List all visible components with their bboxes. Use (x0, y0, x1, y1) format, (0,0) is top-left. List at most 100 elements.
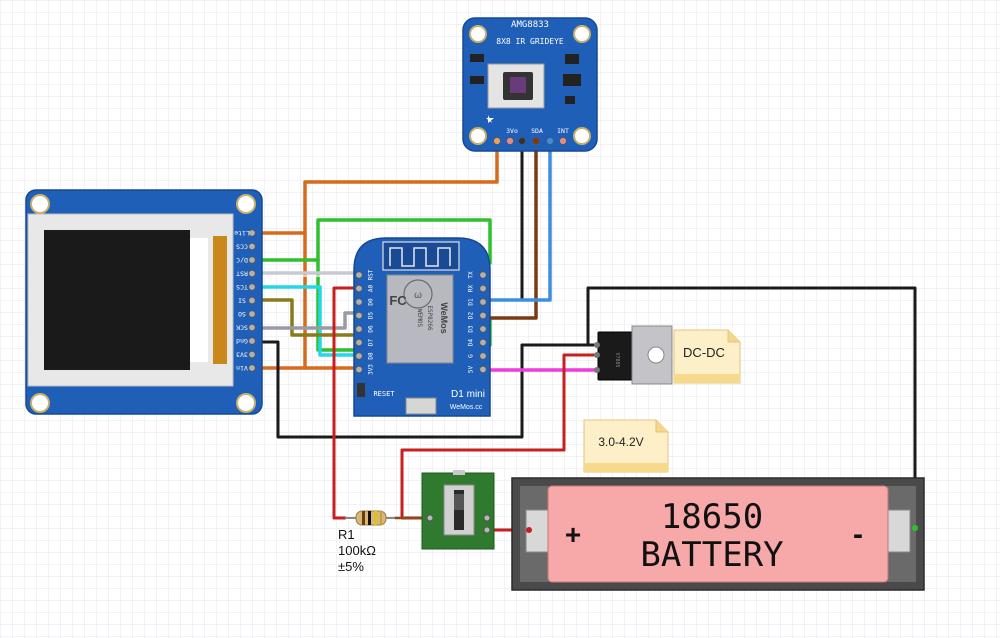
wire-green-dc (250, 218, 492, 265)
d1-left-pin-label: RST (368, 269, 375, 280)
d1-right-pin-label: D1 (468, 298, 475, 306)
d1-left-pin-label: D5 (368, 312, 375, 320)
tft-pin-label: Lite (234, 229, 250, 237)
tft-pin-hole (248, 296, 256, 305)
wire-cyan-tcs (250, 285, 360, 357)
resistor-tolerance: ±5% (338, 559, 364, 574)
tft-pin-label: D/C (236, 256, 248, 264)
d1-right-pin-hole (479, 325, 487, 333)
ribbon-cable (213, 236, 227, 364)
d1-right-pin-label: G (468, 354, 475, 358)
d1-left-pin-hole (355, 338, 363, 347)
sensor-pin-3vo: 3Vo (506, 127, 518, 135)
tft-pin-hole (248, 283, 256, 291)
d1-left-pin-hole (355, 298, 363, 306)
d1-left-pin-label: D8 (368, 352, 375, 360)
d1-left-pin-label: 3V3 (368, 364, 375, 375)
battery-minus: - (853, 518, 863, 551)
battery-label-line2: BATTERY (640, 535, 783, 575)
tft-pin-hole (248, 364, 256, 372)
d1-left-pin-label: D6 (368, 325, 375, 333)
sensor-title: AMG8833 (511, 20, 549, 30)
battery-18650: + - 18650 BATTERY (511, 477, 925, 591)
wire-olive-si (250, 298, 360, 337)
d1-right-pin-hole (479, 311, 487, 320)
amg8833-sensor: AMG8833 8X8 IR GRIDEYE 3Vo SDA INT (462, 17, 598, 152)
wire-brown-sda (481, 138, 538, 320)
d1-left-pin-hole (355, 365, 363, 374)
d1-right-pin-label: D4 (468, 339, 475, 347)
slide-switch (421, 470, 495, 550)
d1-right-pin-label: 5V (468, 366, 475, 374)
d1-right-pin-label: TX (468, 271, 475, 279)
esp8266-shield (386, 274, 454, 364)
tft-pin-hole (248, 242, 256, 251)
sensor-pin-sda: SDA (531, 127, 543, 135)
tft-pin-hole (248, 323, 256, 332)
tft-pin-label: TCS (236, 283, 248, 291)
wemos-logo-icon: ω (414, 290, 422, 301)
wire-red-a0 (332, 286, 360, 520)
regulator-marking-icon: V7805 (614, 352, 620, 367)
resistor-r1: R1 100kΩ ±5% (338, 510, 395, 574)
d1-right-pin-hole (479, 271, 487, 279)
d1-right-pin-hole (479, 365, 487, 374)
chip-maker: WEMOS (416, 309, 423, 327)
d1-right-pin-label: RX (468, 285, 475, 293)
tft-pin-label: CCS (236, 243, 248, 251)
tft-pin-label: Gnd (236, 337, 248, 345)
wire-green-d8 (316, 258, 360, 352)
sensor-subtitle: 8X8 IR GRIDEYE (496, 37, 564, 46)
wemos-brand: WeMos (439, 302, 449, 333)
tft-pin-label: SO (238, 310, 246, 318)
d1-right-pin-label: D2 (468, 312, 475, 320)
d1-left-pin-label: D7 (368, 339, 375, 347)
battery-plus: + (565, 519, 581, 550)
star-logo-icon (486, 115, 494, 123)
d1-left-pin-hole (355, 284, 363, 293)
wifi-antenna-icon (382, 241, 460, 271)
d1-right-pin-hole (479, 338, 487, 347)
dc-dc-converter: V7805 (594, 325, 673, 385)
tft-pin-hole (248, 229, 256, 237)
tft-pin-hole (248, 350, 256, 359)
wires (250, 138, 917, 532)
wire-black-gnd (250, 340, 524, 439)
tft-pin-label: Vin (236, 364, 248, 372)
battery-label-line1: 18650 (661, 497, 763, 537)
tft-pin-label: 3V3 (236, 351, 248, 359)
d1-left-pin-hole (355, 311, 363, 320)
d1-left-pin-hole (355, 271, 363, 279)
note-voltage-text: 3.0-4.2V (598, 435, 643, 449)
d1-right-pin-hole (479, 298, 487, 306)
note-dcdc: DC-DC (673, 329, 741, 384)
wire-gray-sck (250, 311, 360, 330)
wire-blue-int (481, 138, 552, 302)
chip-model: ESP8266 (426, 305, 433, 331)
tft-pin-label: RST (236, 270, 248, 278)
d1-left-pin-hole (355, 352, 363, 360)
resistor-name: R1 (338, 527, 355, 542)
tft-pin-hole (248, 310, 256, 318)
tft-pin-label: SI (238, 297, 246, 305)
d1-right-pin-hole (479, 352, 487, 360)
fc-mark: FC (389, 293, 407, 308)
resistor-value: 100kΩ (338, 543, 376, 558)
sensor-pin-int: INT (557, 127, 569, 135)
board-name: D1 mini (451, 389, 485, 400)
d1-left-pin-label: A0 (368, 285, 375, 293)
note-voltage: 3.0-4.2V (583, 419, 669, 473)
d1-right-pin-label: D3 (468, 325, 475, 333)
wemos-d1-mini: ω FC WeMos ESP8266 WEMOS RESET D1 mini W… (353, 237, 491, 417)
switch-slider-icon (454, 494, 464, 510)
usb-port-icon (405, 397, 437, 415)
tft-pin-hole (248, 337, 256, 345)
wire-orange-3vo (250, 138, 499, 235)
reset-button (357, 383, 365, 397)
tft-pin-hole (248, 269, 256, 278)
board-site: WeMos.cc (450, 404, 483, 411)
tft-screen (44, 230, 190, 370)
d1-right-pin-hole (479, 284, 487, 293)
tft-pin-hole (248, 256, 256, 264)
